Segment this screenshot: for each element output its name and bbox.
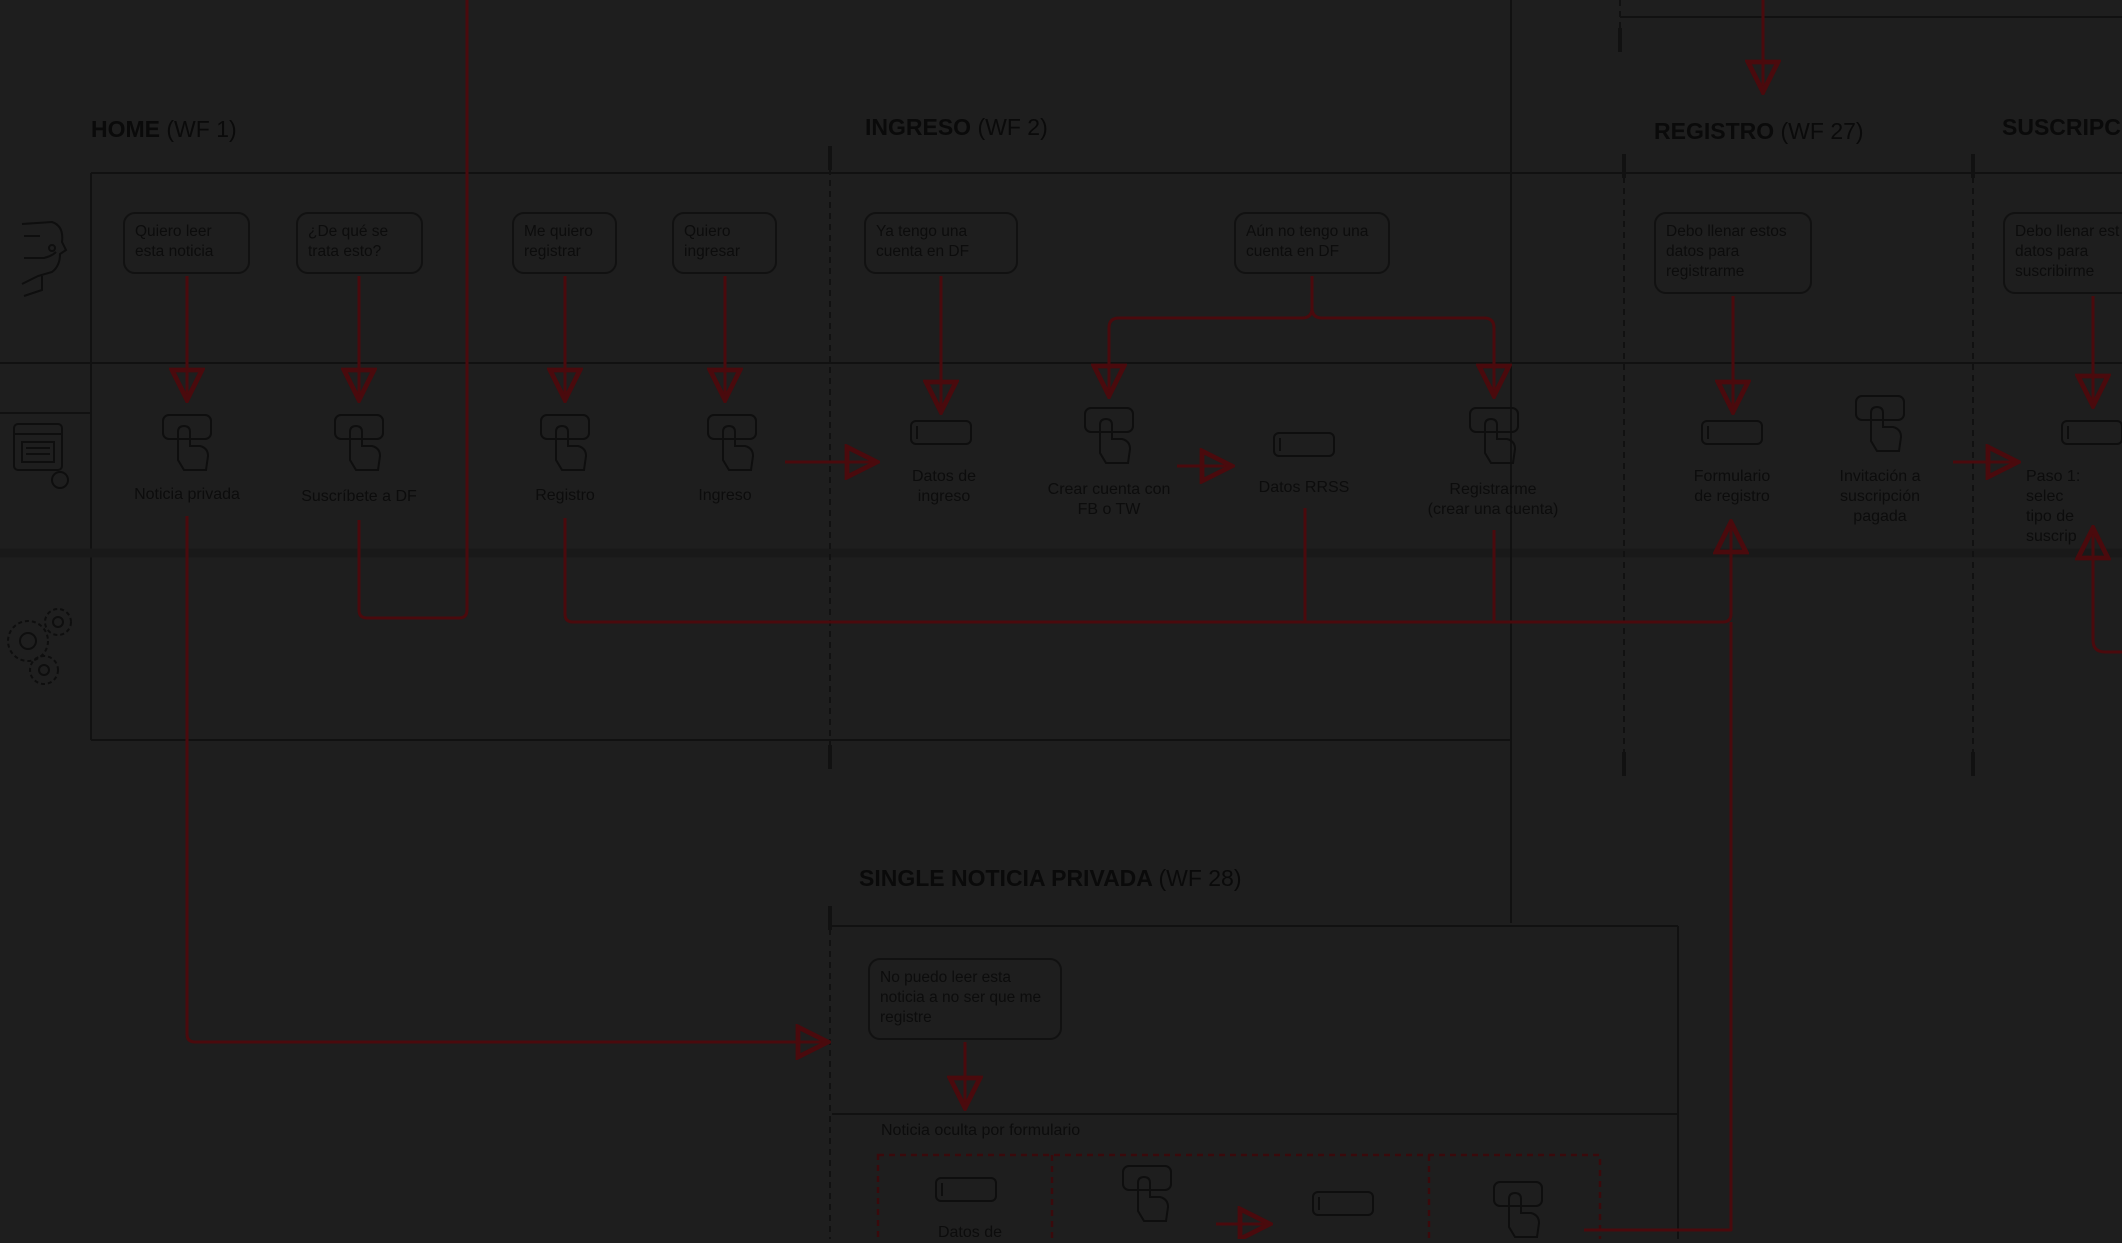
- section-title-suscripcion: SUSCRIPC: [2002, 114, 2121, 141]
- gears-icon: [7, 608, 72, 685]
- step-label-noticia-privada: Noticia privada: [134, 486, 240, 503]
- section-name: SINGLE NOTICIA PRIVADA: [859, 865, 1153, 891]
- step-label-registro: Registro: [535, 487, 595, 504]
- thought-bubble: Debo llenar estos datos para registrarme: [1654, 212, 1812, 294]
- input-field-icon: [1701, 420, 1763, 445]
- click-button-icon: [1084, 407, 1134, 464]
- thought-bubble: Me quiero registrar: [512, 212, 617, 274]
- section-name: HOME: [91, 116, 160, 142]
- click-button-icon: [1855, 395, 1905, 452]
- click-button-icon: [162, 414, 212, 471]
- step-label-registrarme: Registrarme (crear una cuenta): [1427, 481, 1559, 518]
- section-wf: (WF 28): [1158, 865, 1242, 891]
- input-field-icon: [1273, 432, 1335, 457]
- step-label-paso-1: Paso 1: selec tipo de suscrip: [2026, 468, 2081, 545]
- section-name: SUSCRIPC: [2002, 114, 2121, 140]
- thought-bubble: Debo llenar est datos para suscribirme: [2003, 212, 2122, 294]
- step-label-crear-cuenta: Crear cuenta con FB o TW: [1047, 481, 1171, 518]
- step-label-datos-de: Datos de: [937, 1224, 1003, 1241]
- thought-bubble: Aún no tengo una cuenta en DF: [1234, 212, 1390, 274]
- click-button-icon: [707, 414, 757, 471]
- step-label-ingreso: Ingreso: [698, 487, 752, 504]
- section-title-single-noticia: SINGLE NOTICIA PRIVADA (WF 28): [859, 865, 1242, 892]
- click-button-icon: [1493, 1181, 1543, 1238]
- click-button-icon: [1469, 407, 1519, 464]
- thought-bubble: Quiero ingresar: [672, 212, 777, 274]
- thought-bubble: Ya tengo una cuenta en DF: [864, 212, 1018, 274]
- step-label-formulario: Formulario de registro: [1693, 468, 1771, 505]
- step-label-invitacion: Invitación a suscripción pagada: [1839, 468, 1921, 525]
- input-field-icon: [2061, 420, 2122, 445]
- section-title-home: HOME (WF 1): [91, 116, 237, 143]
- thought-bubble: Quiero leer esta noticia: [123, 212, 250, 274]
- screen-elements: [162, 395, 2122, 1238]
- user-icon: [21, 220, 68, 297]
- input-field-icon: [1312, 1191, 1374, 1216]
- flow-arrows: [187, 0, 2122, 1230]
- click-button-icon: [1122, 1165, 1172, 1222]
- step-label-datos-rrss: Datos RRSS: [1258, 479, 1350, 496]
- hidden-form-box: [876, 1153, 1602, 1239]
- thought-bubble: ¿De qué se trata esto?: [296, 212, 423, 274]
- click-button-icon: [540, 414, 590, 471]
- section-title-registro: REGISTRO (WF 27): [1654, 118, 1864, 145]
- section-title-ingreso: INGRESO (WF 2): [865, 114, 1048, 141]
- click-button-icon: [334, 414, 384, 471]
- section-name: INGRESO: [865, 114, 972, 140]
- input-field-icon: [935, 1177, 997, 1202]
- section-wf: (WF 27): [1780, 118, 1864, 144]
- hidden-form-label: Noticia oculta por formulario: [881, 1122, 1081, 1139]
- section-name: REGISTRO: [1654, 118, 1775, 144]
- step-label-datos-ingreso: Datos de ingreso: [911, 468, 977, 505]
- section-separators: [828, 0, 1975, 1239]
- section-wf: (WF 2): [977, 114, 1048, 140]
- section-wf: (WF 1): [166, 116, 237, 142]
- thought-bubble: No puedo leer esta noticia a no ser que …: [868, 958, 1062, 1040]
- screen-icon: [13, 423, 69, 489]
- step-label-suscribete: Suscríbete a DF: [301, 488, 417, 505]
- input-field-icon: [910, 420, 972, 445]
